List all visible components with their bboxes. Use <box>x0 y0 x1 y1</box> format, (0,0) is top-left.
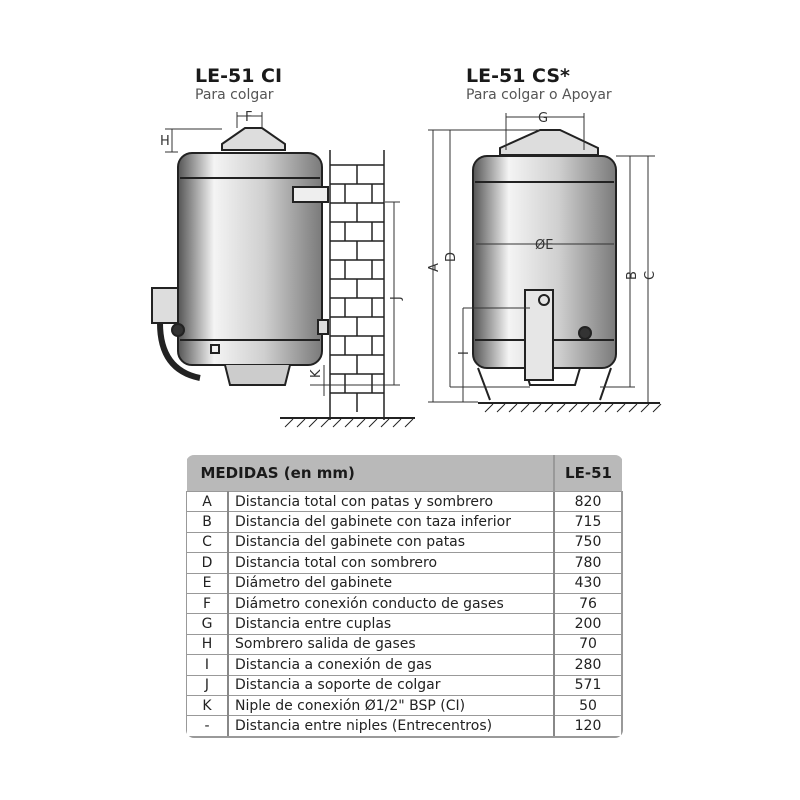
row-description: Diámetro conexión conducto de gases <box>227 592 554 614</box>
brick-wall <box>329 150 385 420</box>
row-value: 750 <box>553 531 623 553</box>
dimension-lines-cs <box>428 113 655 403</box>
row-description: Distancia entre niples (Entrecentros) <box>227 715 554 738</box>
row-value: 715 <box>553 511 623 533</box>
row-description: Distancia a soporte de colgar <box>227 674 554 696</box>
row-key: D <box>186 552 228 574</box>
model-ci-title: LE-51 CI <box>195 65 282 87</box>
row-description: Distancia del gabinete con patas <box>227 531 554 553</box>
row-value: 780 <box>553 552 623 574</box>
dim-label-h: H <box>160 134 170 149</box>
dim-label-e: ØE <box>535 238 553 253</box>
row-value: 280 <box>553 654 623 676</box>
row-value: 70 <box>553 633 623 655</box>
row-value: 820 <box>553 490 623 512</box>
row-key: - <box>186 715 228 738</box>
dim-label-i: I <box>457 351 472 355</box>
heater-cs <box>472 129 617 401</box>
dim-label-b: B <box>625 271 640 280</box>
model-cs-subtitle: Para colgar o Apoyar <box>466 87 612 103</box>
diagram: LE-51 CI Para colgar F H J K LE-51 CS* P… <box>151 65 662 428</box>
dim-label-k: K <box>309 369 324 378</box>
row-description: Distancia entre cuplas <box>227 613 554 635</box>
dimension-lines-ci <box>165 112 400 396</box>
row-description: Distancia a conexión de gas <box>227 654 554 676</box>
row-value: 120 <box>553 715 623 738</box>
dim-label-j: J <box>389 296 404 301</box>
row-value: 430 <box>553 572 623 594</box>
row-key: F <box>186 592 228 614</box>
row-value: 571 <box>553 674 623 696</box>
row-description: Distancia total con sombrero <box>227 552 554 574</box>
dim-label-d: D <box>444 252 459 262</box>
dim-label-g: G <box>538 111 548 126</box>
dim-label-c: C <box>643 271 658 280</box>
row-description: Diámetro del gabinete <box>227 572 554 594</box>
dim-label-f: F <box>245 110 252 125</box>
row-key: C <box>186 531 228 553</box>
row-key: E <box>186 572 228 594</box>
row-key: G <box>186 613 228 635</box>
row-value: 76 <box>553 592 623 614</box>
dim-label-a: A <box>427 263 442 272</box>
row-value: 50 <box>553 694 623 716</box>
row-key: I <box>186 654 228 676</box>
table-row: -Distancia entre niples (Entrecentros)12… <box>186 715 623 738</box>
row-key: A <box>186 490 228 512</box>
row-key: J <box>186 674 228 696</box>
ground-hatch <box>284 403 662 428</box>
row-description: Distancia total con patas y sombrero <box>227 490 554 512</box>
row-description: Sombrero salida de gases <box>227 633 554 655</box>
row-key: K <box>186 694 228 716</box>
table-value-header: LE-51 <box>553 455 622 492</box>
table-header: MEDIDAS (en mm) <box>186 455 554 492</box>
row-description: Niple de conexión Ø1/2" BSP (CI) <box>227 694 554 716</box>
row-key: B <box>186 511 228 533</box>
row-description: Distancia del gabinete con taza inferior <box>227 511 554 533</box>
row-key: H <box>186 633 228 655</box>
row-value: 200 <box>553 613 623 635</box>
heater-ci <box>151 127 329 386</box>
model-cs-title: LE-51 CS* <box>466 65 570 87</box>
model-ci-subtitle: Para colgar <box>195 87 274 103</box>
